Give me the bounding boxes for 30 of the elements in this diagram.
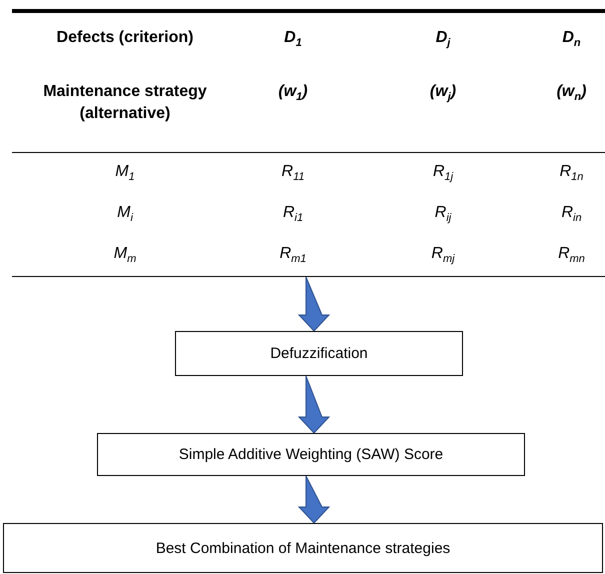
table-cell-text: R$_{in}$ <box>560 203 583 226</box>
table-cell-text: R$_{m1}$ <box>278 244 308 268</box>
box-label: Best Combination of Maintenance strategies <box>156 540 450 556</box>
block-arrow <box>298 376 330 434</box>
table-cell-text: R$_{11}$ <box>280 162 306 186</box>
table-cell-text: R$_{mn}$ <box>557 244 586 268</box>
table-cell-text: R$_{1n}$ <box>558 162 584 186</box>
row-header: Maintenance strategy (alternative) <box>42 82 208 124</box>
table-cell-text: (w$_{j}$) <box>428 82 458 106</box>
row-header: Defects (criterion) <box>56 28 194 48</box>
process-box <box>97 433 525 476</box>
table-cell-text: D$_{1}$ <box>283 28 303 52</box>
process-box <box>3 523 603 573</box>
process-box <box>175 331 463 376</box>
table-cell-text: M$_{i}$ <box>116 203 134 226</box>
table-cell-text: (w$_{n}$) <box>556 82 588 106</box>
table-cell-text: R$_{i1}$ <box>282 203 304 226</box>
table-cell-text: (w$_{1}$) <box>277 82 309 106</box>
block-arrow <box>298 276 330 332</box>
table-cell-text: R$_{mj}$ <box>430 244 456 268</box>
table-cell-text: D$_{j}$ <box>434 28 452 52</box>
table-cell-text: M$_{m}$ <box>112 244 138 268</box>
table-cell-text: M$_{1}$ <box>114 162 136 186</box>
table-cell-text: D$_{n}$ <box>561 28 582 52</box>
box-label: Simple Additive Weighting (SAW) Score <box>178 446 444 463</box>
table-cell-text: R$_{1j}$ <box>432 162 454 186</box>
box-label: Defuzzification <box>270 345 368 362</box>
data-table <box>12 9 605 277</box>
block-arrow <box>298 476 330 524</box>
table-cell-text: R$_{ij}$ <box>434 203 452 226</box>
